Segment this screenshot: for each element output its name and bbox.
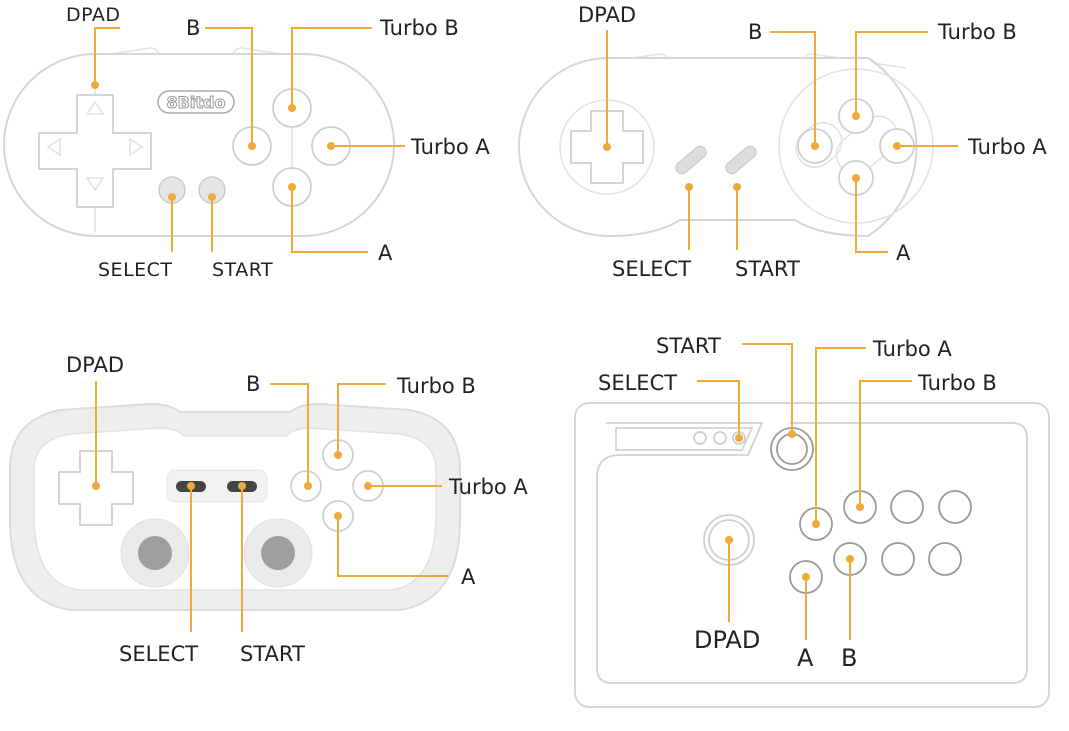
a-marker: [802, 573, 810, 581]
panel-zero-controller: 8Bitdo DPAD B Turbo B Turbo A A SELECT S…: [3, 4, 490, 281]
select-marker: [735, 434, 743, 442]
dpad-up-arrow-icon: [85, 100, 105, 115]
b-marker: [846, 555, 854, 563]
arcade-play-area: [596, 422, 1028, 684]
arcade-button: [881, 542, 915, 576]
a-leader: [337, 516, 448, 577]
b-leader: [770, 31, 816, 146]
brand-logo: 8Bitdo: [167, 93, 226, 112]
start-button: [776, 433, 808, 465]
label-turbo-b: Turbo B: [379, 16, 459, 40]
select-marker: [685, 183, 693, 191]
a-marker: [852, 174, 860, 182]
label-dpad: DPAD: [578, 3, 636, 27]
dpad-marker: [725, 536, 733, 544]
dpad-leader: [94, 27, 120, 85]
select-leader: [697, 380, 740, 438]
turbo-b-leader: [859, 380, 912, 507]
dpad-down-arrow-icon: [85, 177, 105, 192]
a-marker: [334, 512, 342, 520]
label-turbo-a: Turbo A: [410, 135, 490, 159]
label-select: SELECT: [98, 259, 173, 281]
a-marker: [288, 183, 296, 191]
controller-body: [518, 57, 918, 238]
dpad-right-arrow-icon: [129, 137, 144, 157]
label-dpad: DPAD: [694, 626, 760, 654]
label-a: A: [797, 644, 814, 672]
arcade-button: [890, 490, 924, 524]
label-turbo-a: Turbo A: [967, 135, 1047, 159]
turbo-a-marker: [893, 142, 901, 150]
a-leader: [291, 187, 368, 253]
start-marker: [238, 482, 246, 490]
start-marker: [208, 193, 216, 201]
right-analog-stick: [261, 536, 295, 570]
label-select: SELECT: [612, 257, 691, 281]
start-button: [725, 145, 757, 175]
label-a: A: [461, 565, 476, 589]
brand-logo-badge: [157, 90, 235, 114]
panel-snes-controller: DPAD B Turbo B Turbo A A SELECT START: [518, 3, 1047, 281]
dpad: [38, 94, 152, 208]
b-leader: [270, 383, 309, 486]
label-b: B: [186, 16, 200, 40]
arcade-function-bar: [615, 427, 754, 451]
arcade-button: [938, 490, 972, 524]
start-leader: [742, 343, 793, 434]
label-turbo-b: Turbo B: [396, 374, 476, 398]
arcade-small-button: [693, 431, 707, 445]
select-button: [675, 145, 707, 175]
label-turbo-a: Turbo A: [872, 337, 952, 361]
arcade-stick-body: [574, 402, 1050, 708]
label-start: START: [240, 642, 305, 666]
dpad-marker: [603, 143, 611, 151]
turbo-b-leader: [337, 383, 386, 455]
turbo-a-marker: [812, 520, 820, 528]
turbo-b-leader: [855, 31, 928, 116]
label-b: B: [748, 20, 762, 44]
label-select: SELECT: [598, 371, 677, 395]
label-select: SELECT: [119, 642, 198, 666]
dpad-marker: [91, 81, 99, 89]
label-start: START: [735, 257, 800, 281]
label-dpad: DPAD: [66, 353, 124, 377]
start-marker: [788, 430, 796, 438]
label-b: B: [246, 372, 260, 396]
select-marker: [168, 193, 176, 201]
turbo-b-leader: [291, 27, 372, 108]
a-leader: [855, 178, 888, 253]
b-marker: [811, 142, 819, 150]
dpad-left-arrow-icon: [46, 137, 61, 157]
label-turbo-b: Turbo B: [917, 371, 997, 395]
label-a: A: [378, 241, 393, 265]
start-marker: [733, 183, 741, 191]
label-start: START: [212, 259, 273, 281]
b-marker: [304, 482, 312, 490]
panel-retro-controller: DPAD B Turbo B Turbo A A SELECT START: [9, 353, 528, 666]
b-leader: [205, 27, 253, 146]
dpad-marker: [92, 482, 100, 490]
turbo-a-leader: [815, 347, 866, 524]
label-a: A: [896, 241, 911, 265]
turbo-b-marker: [852, 112, 860, 120]
arcade-small-button: [713, 431, 727, 445]
turbo-a-marker: [364, 482, 372, 490]
turbo-b-marker: [856, 503, 864, 511]
select-marker: [187, 482, 195, 490]
label-dpad: DPAD: [66, 4, 121, 26]
label-b: B: [841, 644, 857, 672]
label-turbo-a: Turbo A: [448, 475, 528, 499]
label-start: START: [656, 334, 721, 358]
label-turbo-b: Turbo B: [937, 20, 1017, 44]
turbo-a-marker: [327, 142, 335, 150]
arcade-button: [928, 542, 962, 576]
b-marker: [248, 142, 256, 150]
turbo-b-marker: [288, 104, 296, 112]
left-analog-stick: [138, 536, 172, 570]
panel-arcade-stick: START SELECT Turbo A Turbo B DPAD A B: [574, 334, 1050, 708]
turbo-b-marker: [334, 451, 342, 459]
